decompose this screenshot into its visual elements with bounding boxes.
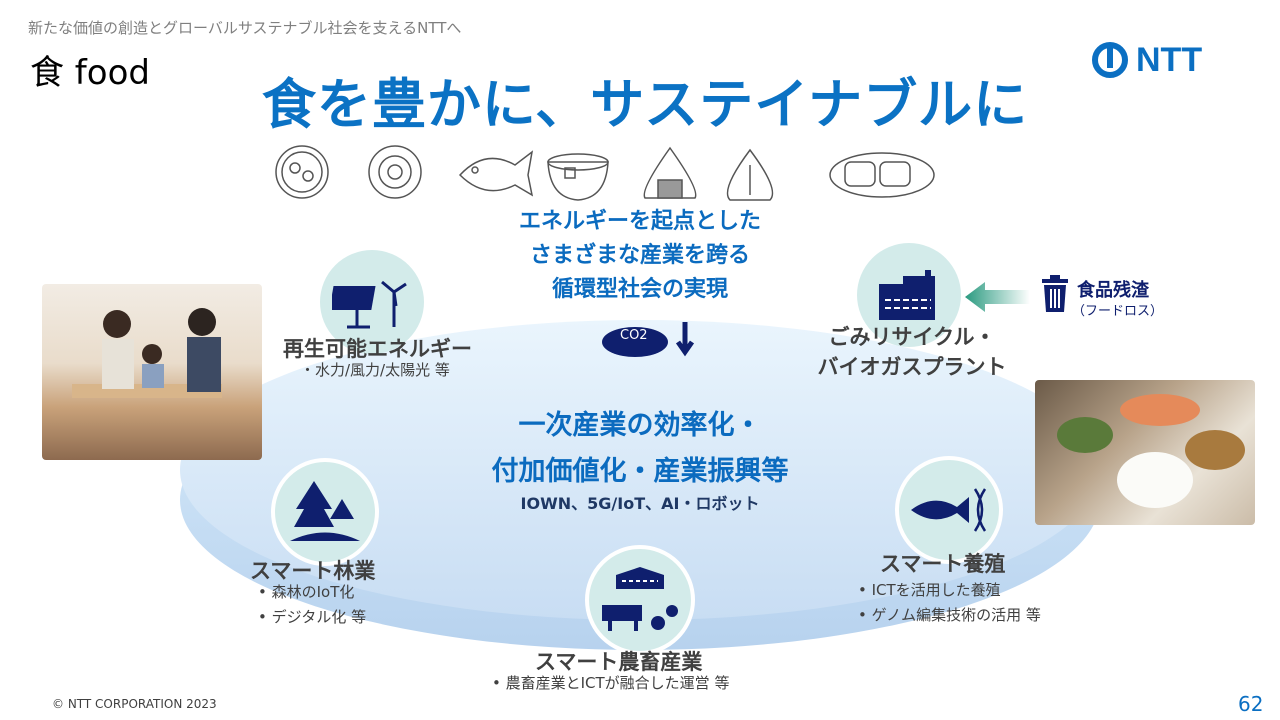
main-line: 付加価値化・産業振興等 — [491, 456, 789, 487]
co2-label: CO2 — [620, 328, 648, 343]
aquaculture-icon-circle — [895, 456, 1003, 564]
ntt-logo-icon — [1092, 42, 1128, 78]
miso-soup-icon — [547, 153, 609, 201]
heading-line: エネルギーを起点とした — [518, 209, 761, 234]
slide-subtitle: 新たな価値の創造とグローバルサステナブル社会を支えるNTTへ — [28, 19, 462, 37]
forestry-items: • 森林のIoT化 • デジタル化 等 — [258, 580, 366, 630]
tech-list: IOWN、5G/IoT、AI・ロボット — [520, 494, 760, 513]
family-dining-photo — [42, 284, 262, 460]
barn-cow-vegetable-icon — [602, 567, 678, 631]
heading-line: さまざまな産業を跨る — [529, 243, 750, 268]
section-title: 食 food — [30, 53, 150, 93]
sushi-roll-icon — [368, 145, 422, 199]
taiyaki-icon — [458, 150, 534, 197]
logo-text: NTT — [1136, 40, 1203, 79]
page-number: 62 — [1238, 692, 1264, 716]
forestry-icon-circle — [271, 458, 379, 566]
aquaculture-item: • ICTを活用した養殖 — [858, 581, 1001, 599]
circular-society-heading: エネルギーを起点とした さまざまな産業を跨る 循環型社会の実現 — [440, 205, 840, 307]
arrow-left-icon — [965, 282, 1030, 312]
energy-icon-circle — [320, 250, 424, 354]
agriculture-label: スマート農畜産業 — [535, 650, 703, 674]
aquaculture-label: スマート養殖 — [880, 552, 1006, 576]
trash-can-icon — [1042, 275, 1068, 312]
fish-dna-icon — [911, 488, 987, 532]
recycle-label-line: ごみリサイクル・ — [828, 325, 996, 349]
tamago-sushi-icon — [829, 152, 935, 198]
food-waste-sub: （フードロス） — [1072, 304, 1164, 319]
ramen-bowl-icon — [275, 145, 329, 199]
copyright: © NTT CORPORATION 2023 — [52, 697, 217, 711]
aquaculture-items: • ICTを活用した養殖 • ゲノム編集技術の活用 等 — [858, 578, 1041, 628]
forestry-label: スマート林業 — [250, 559, 376, 583]
onigiri-icon — [643, 146, 697, 199]
energy-item: ・水力/風力/太陽光 等 — [300, 361, 450, 379]
co2-cloud-icon: CO2 — [600, 320, 700, 364]
agriculture-icon-circle — [585, 545, 695, 655]
platform-ellipse — [180, 320, 1100, 650]
recycle-label: ごみリサイクル・ バイオガスプラント — [812, 322, 1012, 382]
heading-line: 循環型社会の実現 — [551, 277, 728, 302]
main-line: 一次産業の効率化・ — [518, 410, 762, 441]
forest-trees-icon — [290, 481, 360, 541]
recycle-icon-circle — [857, 243, 961, 347]
rice-ball-leaf-icon — [726, 148, 774, 201]
aquaculture-item: • ゲノム編集技術の活用 等 — [858, 606, 1041, 624]
page-title: 食を豊かに、サステイナブルに — [261, 73, 1029, 136]
food-icons-row — [275, 145, 935, 201]
ntt-logo: NTT — [1090, 40, 1202, 80]
recycle-label-line: バイオガスプラント — [817, 355, 1007, 379]
solar-wind-icon — [332, 280, 407, 329]
agriculture-item: • 農畜産業とICTが融合した運営 等 — [492, 674, 730, 692]
japanese-meal-photo — [1035, 380, 1255, 525]
factory-icon — [879, 270, 935, 320]
primary-industry-text: 一次産業の効率化・ 付加価値化・産業振興等 — [380, 403, 900, 495]
food-waste-label: 食品残渣 — [1077, 280, 1149, 301]
forestry-item: • 森林のIoT化 — [258, 583, 355, 601]
energy-label: 再生可能エネルギー — [283, 337, 472, 361]
forestry-item: • デジタル化 等 — [258, 608, 367, 626]
